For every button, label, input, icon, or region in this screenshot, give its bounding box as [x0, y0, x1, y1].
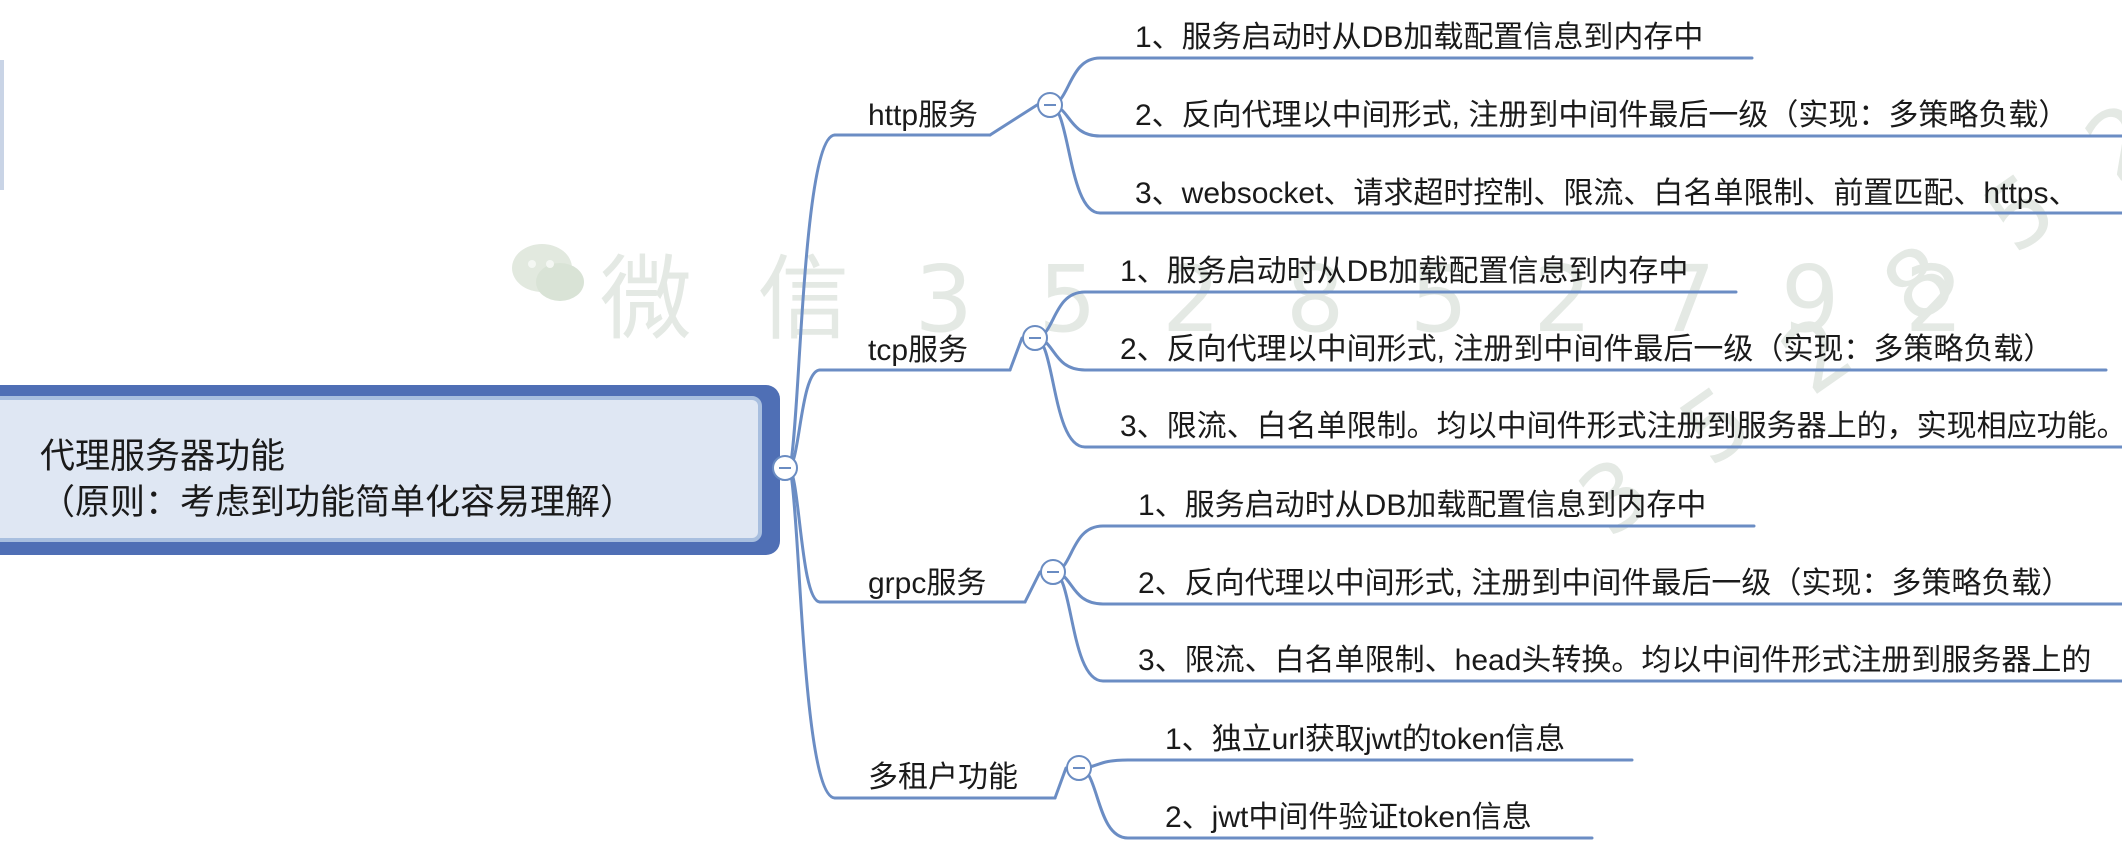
leaf-http-3[interactable]: 3、websocket、请求超时控制、限流、白名单限制、前置匹配、https、 — [1135, 177, 2079, 210]
leaf-grpc-3[interactable]: 3、限流、白名单限制、head头转换。均以中间件形式注册到服务器上的 — [1138, 644, 2092, 677]
leaf-http-1[interactable]: 1、服务启动时从DB加载配置信息到内存中 — [1135, 21, 1704, 54]
collapse-icon-tcp[interactable] — [1022, 325, 1048, 351]
leaf-grpc-2[interactable]: 2、反向代理以中间形式, 注册到中间件最后一级（实现：多策略负载） — [1138, 567, 2072, 600]
leaf-tcp-1[interactable]: 1、服务启动时从DB加载配置信息到内存中 — [1120, 255, 1689, 288]
branch-multi-tenant[interactable]: 多租户功能 — [868, 761, 1018, 794]
root-subtitle: （原则：考虑到功能简单化容易理解） — [40, 483, 636, 522]
left-edge-marker — [0, 60, 4, 190]
leaf-tenant-1[interactable]: 1、独立url获取jwt的token信息 — [1165, 723, 1566, 756]
collapse-icon-grpc[interactable] — [1040, 559, 1066, 585]
root-collapse-icon[interactable] — [772, 455, 798, 481]
root-node[interactable] — [0, 396, 762, 542]
branch-grpc[interactable]: grpc服务 — [868, 567, 987, 600]
collapse-icon-multi-tenant[interactable] — [1066, 755, 1092, 781]
root-title: 代理服务器功能 — [40, 437, 286, 476]
leaf-tcp-3[interactable]: 3、限流、白名单限制。均以中间件形式注册到服务器上的，实现相应功能。 — [1120, 410, 2122, 443]
wechat-watermark-icon — [512, 244, 584, 301]
branch-http[interactable]: http服务 — [868, 99, 979, 132]
leaf-grpc-1[interactable]: 1、服务启动时从DB加载配置信息到内存中 — [1138, 489, 1707, 522]
branch-tcp[interactable]: tcp服务 — [868, 334, 969, 367]
watermark-text: 微 信 3 5 2 8 5 2 7 9 2 — [600, 246, 1982, 353]
leaf-http-2[interactable]: 2、反向代理以中间形式, 注册到中间件最后一级（实现：多策略负载） — [1135, 99, 2069, 132]
leaf-tcp-2[interactable]: 2、反向代理以中间形式, 注册到中间件最后一级（实现：多策略负载） — [1120, 333, 2054, 366]
leaf-tenant-2[interactable]: 2、jwt中间件验证token信息 — [1165, 801, 1532, 834]
collapse-icon-http[interactable] — [1037, 92, 1063, 118]
